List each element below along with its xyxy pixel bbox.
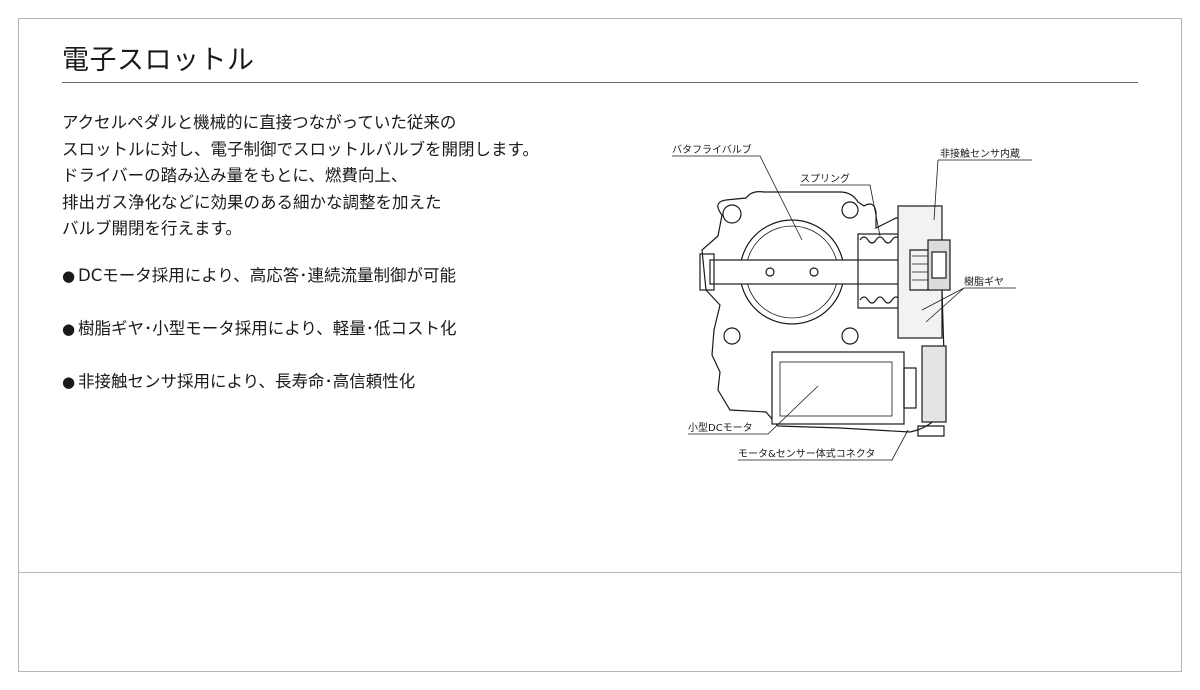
spring-coil [859, 236, 901, 244]
intro-line: 排出ガス浄化などに効果のある細かな調整を加えた [62, 192, 442, 212]
mount-hole [722, 204, 742, 224]
throttle-shaft [709, 259, 901, 285]
resin-gear-label: 樹脂ギヤ [964, 275, 1004, 288]
footer-panel [18, 572, 1182, 672]
feature-item: ●非接触センサ採用により、長寿命･高信頼性化 [62, 369, 582, 422]
dc-motor-label: 小型DCモータ [688, 421, 753, 434]
sensor-label: 非接触センサ内蔵 [940, 147, 1020, 160]
bullet-icon: ● [62, 267, 76, 285]
content-panel [18, 18, 1182, 573]
title-divider [62, 82, 1138, 83]
intro-line: スロットルに対し、電子制御でスロットルバルブを開閉します。 [62, 139, 539, 159]
bullet-icon: ● [62, 373, 76, 391]
dc-motor [771, 351, 905, 425]
spring-label: スプリング [800, 172, 850, 185]
feature-item: ●樹脂ギヤ･小型モータ採用により、軽量･低コスト化 [62, 316, 582, 369]
intro-line: アクセルペダルと機械的に直接つながっていた従来の [62, 113, 457, 132]
butterfly-valve-label: バタフライバルブ [672, 143, 752, 156]
feature-text: 樹脂ギヤ･小型モータ採用により、軽量･低コスト化 [78, 319, 457, 338]
mount-hole [841, 327, 859, 345]
intro-line: ドライバーの踏み込み量をもとに、燃費向上、 [62, 166, 408, 185]
connector-label: モータ&センサー体式コネクタ [738, 447, 875, 460]
feature-list: ●DCモータ採用により、高応答･連続流量制御が可能 ●樹脂ギヤ･小型モータ採用に… [62, 263, 582, 422]
bullet-icon: ● [62, 320, 76, 338]
page-title: 電子スロットル [62, 45, 255, 76]
mount-hole [841, 201, 859, 219]
feature-item: ●DCモータ採用により、高応答･連続流量制御が可能 [62, 263, 582, 316]
mount-hole [723, 327, 741, 345]
throttle-diagram: バタフライバルブ スプリング 非接触センサ内蔵 樹脂ギヤ 小型DCモータ モータ… [672, 143, 1032, 461]
intro-text: アクセルペダルと機械的に直接つながっていた従来の スロットルに対し、電子制御でス… [62, 110, 582, 243]
throttle-body-outline [701, 191, 945, 433]
feature-text: DCモータ採用により、高応答･連続流量制御が可能 [78, 266, 456, 285]
intro-line: バルブ開閉を行えます。 [62, 219, 242, 238]
feature-text: 非接触センサ採用により、長寿命･高信頼性化 [78, 372, 416, 391]
